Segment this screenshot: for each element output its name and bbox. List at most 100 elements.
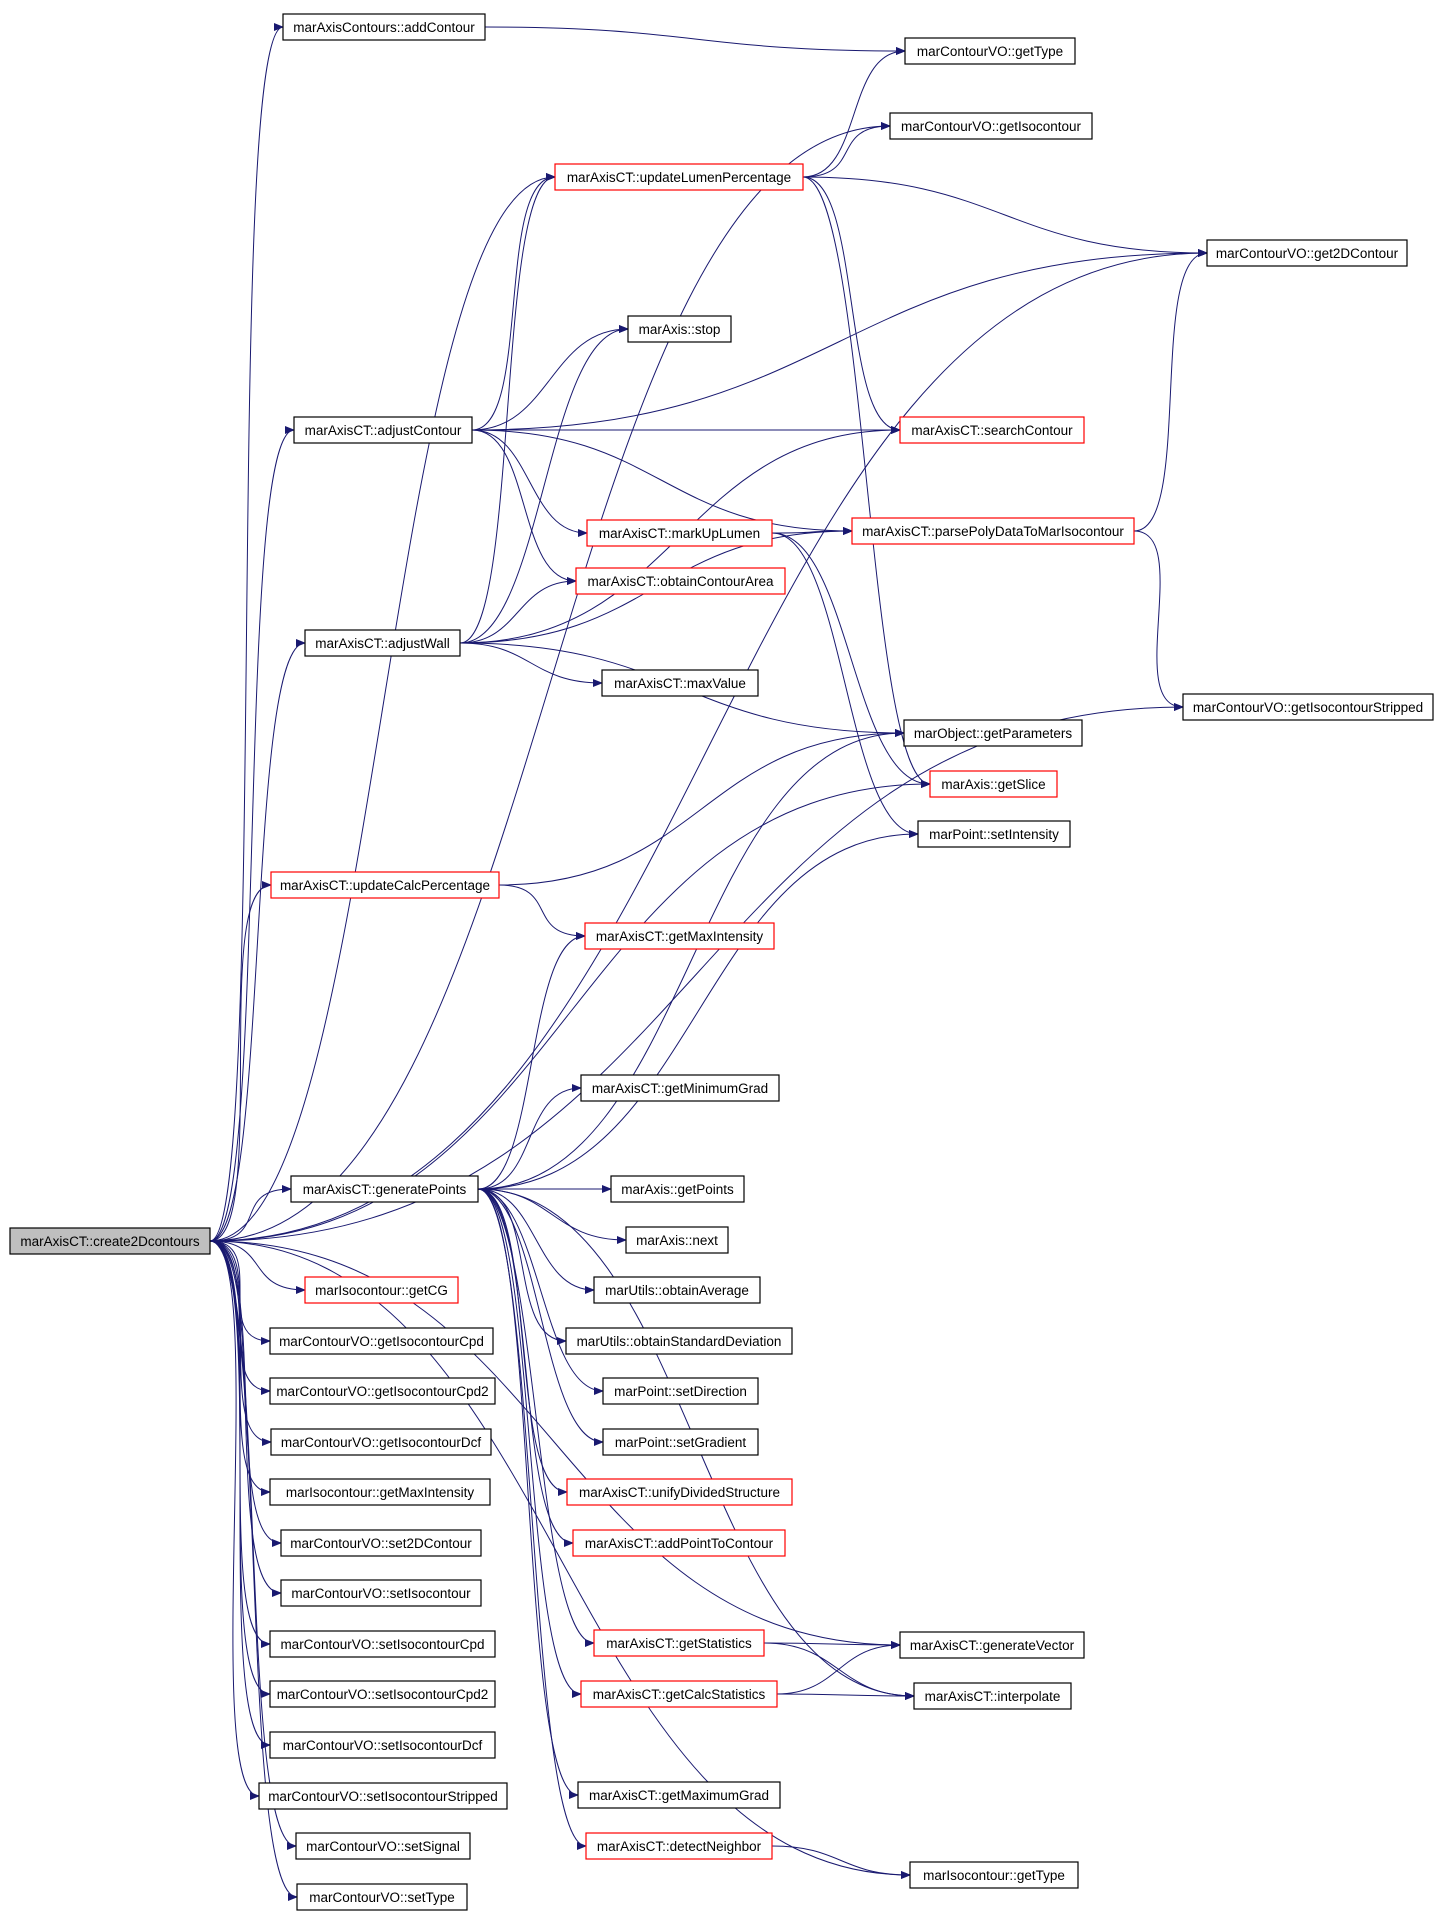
node-getPoints[interactable]: marAxis::getPoints xyxy=(610,1175,745,1203)
node-box[interactable] xyxy=(899,416,1085,444)
node-box[interactable] xyxy=(602,1377,759,1405)
node-markUpLumen[interactable]: marAxisCT::markUpLumen xyxy=(586,519,773,547)
node-isoGetMaxInt[interactable]: marIsocontour::getMaxIntensity xyxy=(269,1478,491,1506)
node-getMaxGrad[interactable]: marAxisCT::getMaximumGrad xyxy=(577,1781,781,1809)
node-stop[interactable]: marAxis::stop xyxy=(627,315,732,343)
node-updateLumen[interactable]: marAxisCT::updateLumenPercentage xyxy=(554,163,804,191)
node-setIsoDcf[interactable]: marContourVO::setIsocontourDcf xyxy=(269,1731,496,1759)
node-interpolate[interactable]: marAxisCT::interpolate xyxy=(913,1682,1072,1710)
node-setIsoCpd2[interactable]: marContourVO::setIsocontourCpd2 xyxy=(269,1680,496,1708)
node-box[interactable] xyxy=(602,1428,759,1456)
node-box[interactable] xyxy=(904,37,1076,65)
node-box[interactable] xyxy=(627,315,732,343)
node-setSignal[interactable]: marContourVO::setSignal xyxy=(295,1832,471,1860)
node-box[interactable] xyxy=(270,871,500,899)
node-adjustWall[interactable]: marAxisCT::adjustWall xyxy=(304,629,461,657)
node-updateCalc[interactable]: marAxisCT::updateCalcPercentage xyxy=(270,871,500,899)
node-getCalcStats[interactable]: marAxisCT::getCalcStatistics xyxy=(580,1680,778,1708)
node-get2D[interactable]: marContourVO::get2DContour xyxy=(1206,239,1408,267)
node-root[interactable]: marAxisCT::create2Dcontours xyxy=(9,1227,211,1255)
node-box[interactable] xyxy=(580,1680,778,1708)
node-getMinGrad[interactable]: marAxisCT::getMinimumGrad xyxy=(580,1074,780,1102)
node-addContour[interactable]: marAxisContours::addContour xyxy=(282,13,486,41)
node-box[interactable] xyxy=(269,1731,496,1759)
node-maxValue[interactable]: marAxisCT::maxValue xyxy=(601,669,759,697)
node-box[interactable] xyxy=(280,1529,482,1557)
node-box[interactable] xyxy=(280,1579,482,1607)
node-box[interactable] xyxy=(304,1276,459,1304)
node-box[interactable] xyxy=(282,13,486,41)
node-box[interactable] xyxy=(913,1682,1072,1710)
node-box[interactable] xyxy=(601,669,759,697)
node-box[interactable] xyxy=(304,629,461,657)
node-box[interactable] xyxy=(1182,693,1434,721)
node-box[interactable] xyxy=(269,1478,491,1506)
node-box[interactable] xyxy=(269,1680,496,1708)
node-box[interactable] xyxy=(296,1883,468,1911)
node-getSlice[interactable]: marAxis::getSlice xyxy=(929,770,1058,798)
node-isoStripped[interactable]: marContourVO::getIsocontourStripped xyxy=(1182,693,1434,721)
node-setIso[interactable]: marContourVO::setIsocontour xyxy=(280,1579,482,1607)
node-getCG[interactable]: marIsocontour::getCG xyxy=(304,1276,459,1304)
node-obtainArea[interactable]: marAxisCT::obtainContourArea xyxy=(575,567,786,595)
node-generatePoints[interactable]: marAxisCT::generatePoints xyxy=(290,1175,479,1203)
node-searchContour[interactable]: marAxisCT::searchContour xyxy=(899,416,1085,444)
node-box[interactable] xyxy=(1206,239,1408,267)
node-box[interactable] xyxy=(565,1327,793,1355)
node-detectNeighbor[interactable]: marAxisCT::detectNeighbor xyxy=(585,1832,773,1860)
node-box[interactable] xyxy=(566,1478,793,1506)
node-box[interactable] xyxy=(625,1226,729,1254)
node-box[interactable] xyxy=(293,416,473,444)
node-box[interactable] xyxy=(554,163,804,191)
node-box[interactable] xyxy=(593,1629,765,1657)
node-set2D[interactable]: marContourVO::set2DContour xyxy=(280,1529,482,1557)
node-box[interactable] xyxy=(269,1377,496,1405)
node-box[interactable] xyxy=(903,719,1083,747)
node-box[interactable] xyxy=(258,1782,508,1810)
node-isoGetType[interactable]: marIsocontour::getType xyxy=(909,1861,1079,1889)
node-box[interactable] xyxy=(584,922,775,950)
node-box[interactable] xyxy=(580,1074,780,1102)
node-box[interactable] xyxy=(269,1630,496,1658)
node-obtainAvg[interactable]: marUtils::obtainAverage xyxy=(593,1276,761,1304)
node-setIsoStripped[interactable]: marContourVO::setIsocontourStripped xyxy=(258,1782,508,1810)
node-next[interactable]: marAxis::next xyxy=(625,1226,729,1254)
node-getIsocontour[interactable]: marContourVO::getIsocontour xyxy=(889,112,1093,140)
node-getIsoDcf[interactable]: marContourVO::getIsocontourDcf xyxy=(270,1428,492,1456)
node-setIntensity[interactable]: marPoint::setIntensity xyxy=(917,820,1071,848)
node-box[interactable] xyxy=(575,567,786,595)
node-box[interactable] xyxy=(9,1227,211,1255)
node-setGradient[interactable]: marPoint::setGradient xyxy=(602,1428,759,1456)
node-getMaxIntensity[interactable]: marAxisCT::getMaxIntensity xyxy=(584,922,775,950)
node-adjustContour[interactable]: marAxisCT::adjustContour xyxy=(293,416,473,444)
node-setIsoCpd[interactable]: marContourVO::setIsocontourCpd xyxy=(269,1630,496,1658)
node-getParams[interactable]: marObject::getParameters xyxy=(903,719,1083,747)
node-box[interactable] xyxy=(585,1832,773,1860)
node-getIsoCpd[interactable]: marContourVO::getIsocontourCpd xyxy=(269,1327,494,1355)
node-box[interactable] xyxy=(917,820,1071,848)
node-getStats[interactable]: marAxisCT::getStatistics xyxy=(593,1629,765,1657)
node-box[interactable] xyxy=(593,1276,761,1304)
node-getType_vo[interactable]: marContourVO::getType xyxy=(904,37,1076,65)
node-unify[interactable]: marAxisCT::unifyDividedStructure xyxy=(566,1478,793,1506)
node-getIsoCpd2[interactable]: marContourVO::getIsocontourCpd2 xyxy=(269,1377,496,1405)
node-box[interactable] xyxy=(577,1781,781,1809)
node-setType[interactable]: marContourVO::setType xyxy=(296,1883,468,1911)
node-box[interactable] xyxy=(610,1175,745,1203)
node-box[interactable] xyxy=(851,517,1135,545)
node-setDirection[interactable]: marPoint::setDirection xyxy=(602,1377,759,1405)
node-box[interactable] xyxy=(929,770,1058,798)
node-addPoint[interactable]: marAxisCT::addPointToContour xyxy=(572,1529,786,1557)
node-box[interactable] xyxy=(269,1327,494,1355)
node-box[interactable] xyxy=(889,112,1093,140)
node-box[interactable] xyxy=(572,1529,786,1557)
node-genVector[interactable]: marAxisCT::generateVector xyxy=(899,1631,1085,1659)
node-box[interactable] xyxy=(586,519,773,547)
node-parsePoly[interactable]: marAxisCT::parsePolyDataToMarIsocontour xyxy=(851,517,1135,545)
node-box[interactable] xyxy=(270,1428,492,1456)
node-box[interactable] xyxy=(290,1175,479,1203)
node-box[interactable] xyxy=(899,1631,1085,1659)
node-box[interactable] xyxy=(909,1861,1079,1889)
node-box[interactable] xyxy=(295,1832,471,1860)
node-obtainStd[interactable]: marUtils::obtainStandardDeviation xyxy=(565,1327,793,1355)
